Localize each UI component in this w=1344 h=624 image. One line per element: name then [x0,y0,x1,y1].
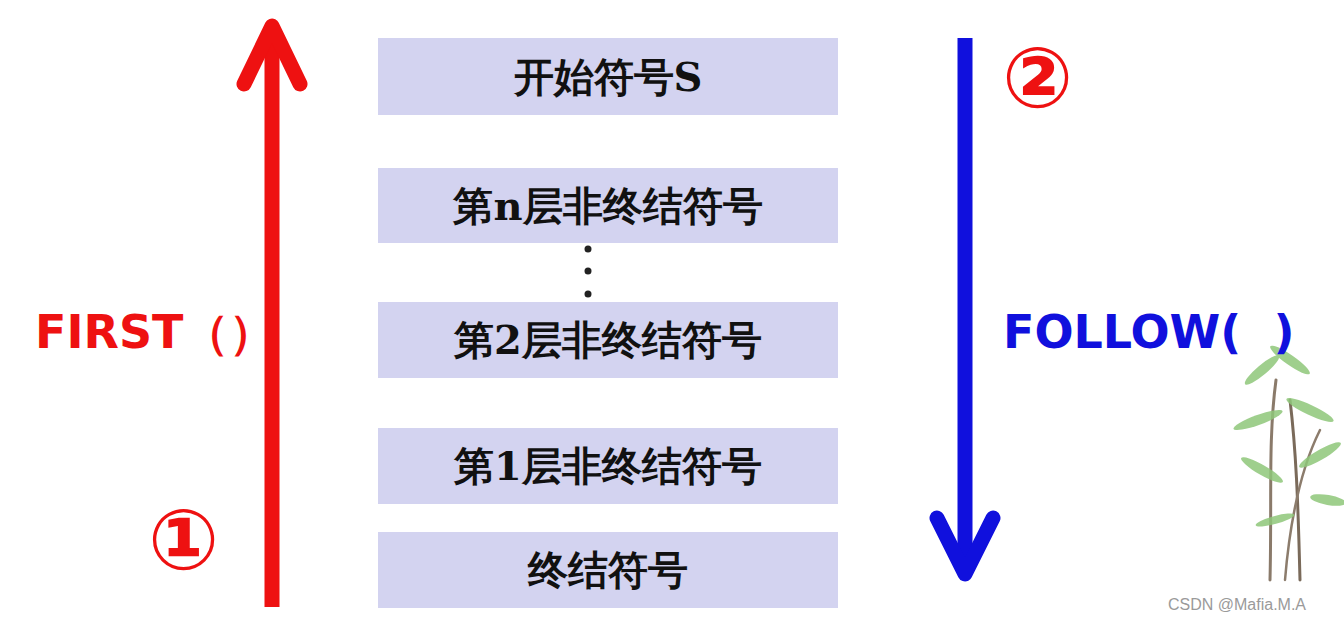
ellipsis-dot [585,268,592,275]
first-function-label: FIRST（） [35,309,275,355]
ellipsis-dot [585,291,592,298]
band-label: 终结符号 [528,548,688,592]
ellipsis-dot [585,246,592,253]
start-symbol-band: 开始符号S [378,38,838,115]
band-label: 第1层非终结符号 [454,444,762,488]
band-label: 开始符号S [514,55,703,99]
nonterminal-band: 第1层非终结符号 [378,428,838,504]
band-label: 第n层非终结符号 [453,184,762,228]
step-number: ② [1002,36,1073,120]
terminal-band: 终结符号 [378,532,838,608]
first-arrow-head [244,26,300,84]
step-number: ① [148,498,219,582]
nonterminal-band: 第n层非终结符号 [378,168,838,243]
follow-arrow-shaft [958,38,973,560]
follow-function-label: FOLLOW( ) [1003,309,1294,355]
band-label: 第2层非终结符号 [454,318,762,362]
follow-arrow-head [937,518,993,574]
nonterminal-band: 第2层非终结符号 [378,302,838,378]
watermark: CSDN @Mafia.M.A [1168,597,1306,613]
bamboo-illustration [1232,342,1344,580]
